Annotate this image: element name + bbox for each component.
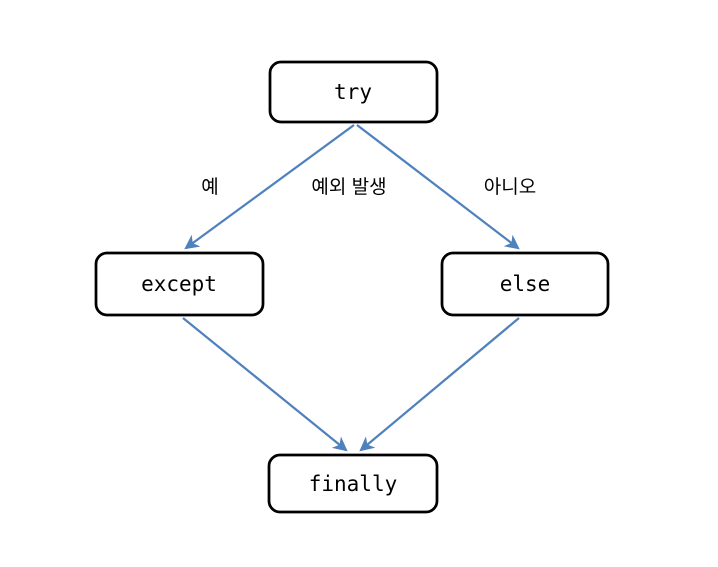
edge-try-to-except [184,124,355,250]
node-else-label: else [500,272,551,296]
node-else-box [440,251,610,317]
node-finally: finally [267,453,439,514]
edge-try-to-else [356,124,520,250]
node-except-box [94,251,265,317]
edge-else-to-finally [359,317,520,452]
node-try: try [268,60,439,124]
edge-except-to-finally [182,317,348,452]
edge-label-yes: 예 [201,176,218,198]
node-try-label: try [334,80,372,104]
edge-label-exception-occurs: 예외 발생 [311,176,386,198]
node-finally-label: finally [309,472,398,496]
node-except: except [94,251,265,317]
node-try-box [268,60,439,124]
edge-label-no: 아니오 [484,176,536,198]
node-except-label: except [141,272,217,296]
node-else: else [440,251,610,317]
node-finally-box [267,453,439,514]
